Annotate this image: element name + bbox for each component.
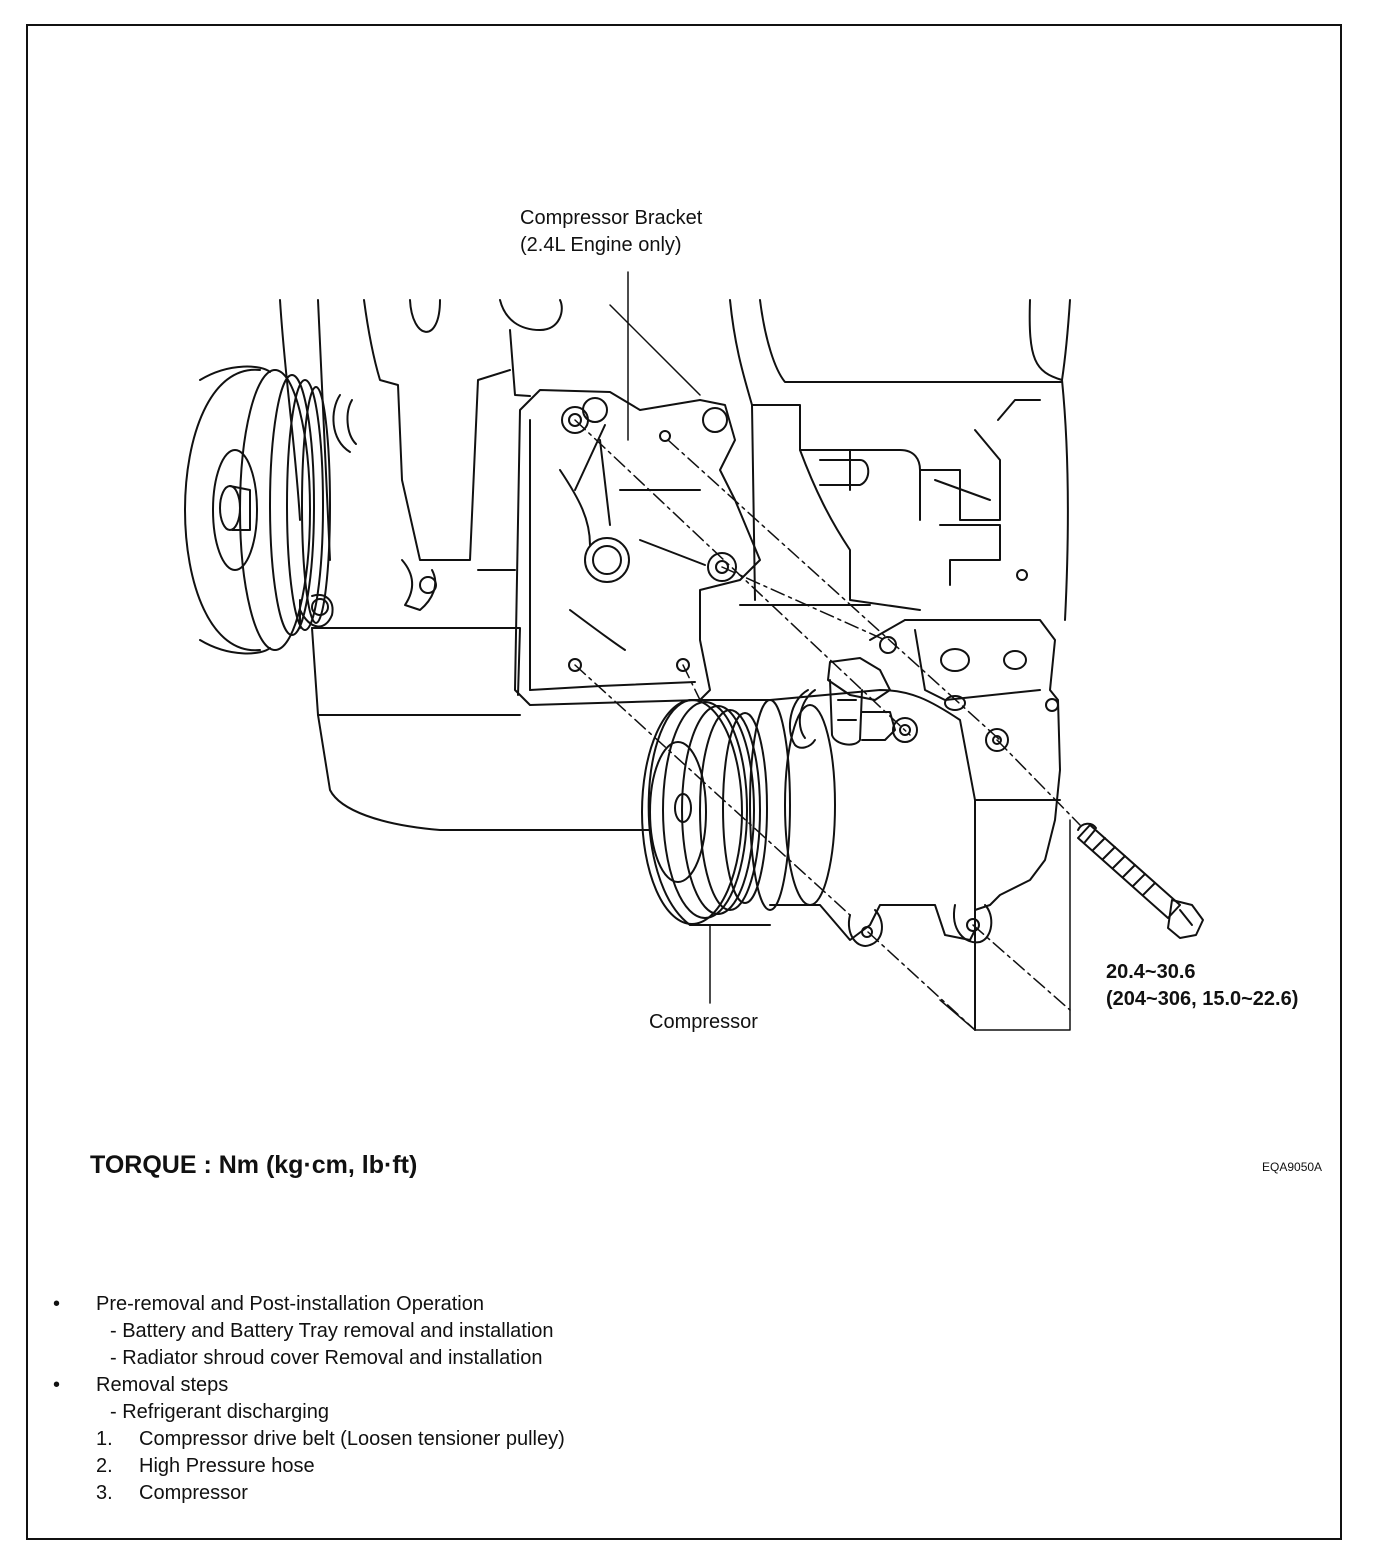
step-text: Compressor drive belt (Loosen tensioner …	[139, 1428, 565, 1450]
bracket-callout-line1: Compressor Bracket	[520, 207, 703, 229]
sub-item: - Radiator shroud cover Removal and inst…	[110, 1347, 543, 1369]
alignment-lines	[574, 419, 1081, 1031]
compressor-callout: Compressor	[649, 1011, 758, 1033]
bullet-icon: •	[53, 1293, 61, 1315]
step-number: 1.	[96, 1428, 113, 1450]
compressor-body	[769, 619, 1061, 1031]
projection-outline	[939, 819, 1071, 1031]
step-number: 2.	[96, 1455, 113, 1477]
engine-block	[279, 299, 1071, 831]
bracket-callout-line2: (2.4L Engine only)	[520, 234, 682, 256]
torque-heading: TORQUE : Nm (kg·cm, lb·ft)	[90, 1151, 418, 1179]
step-text: High Pressure hose	[139, 1455, 315, 1477]
diagram-frame	[26, 24, 1342, 1540]
figure-id: EQA9050A	[1262, 1160, 1323, 1174]
torque-value-alt: (204~306, 15.0~22.6)	[1106, 988, 1299, 1010]
sub-item: - Battery and Battery Tray removal and i…	[110, 1320, 554, 1342]
step-text: Compressor	[139, 1482, 248, 1504]
crankshaft-pulley	[184, 365, 331, 655]
mounting-bolt	[1077, 822, 1204, 939]
sub-item: - Refrigerant discharging	[110, 1401, 329, 1423]
step-number: 3.	[96, 1482, 113, 1504]
section-title: Pre-removal and Post-installation Operat…	[96, 1293, 484, 1315]
section-title: Removal steps	[96, 1374, 229, 1396]
leader-lines	[609, 271, 711, 1004]
bullet-icon: •	[53, 1374, 61, 1396]
compressor-bracket	[514, 389, 761, 706]
clutch-pulley	[641, 699, 836, 926]
torque-value-nm: 20.4~30.6	[1106, 961, 1196, 983]
